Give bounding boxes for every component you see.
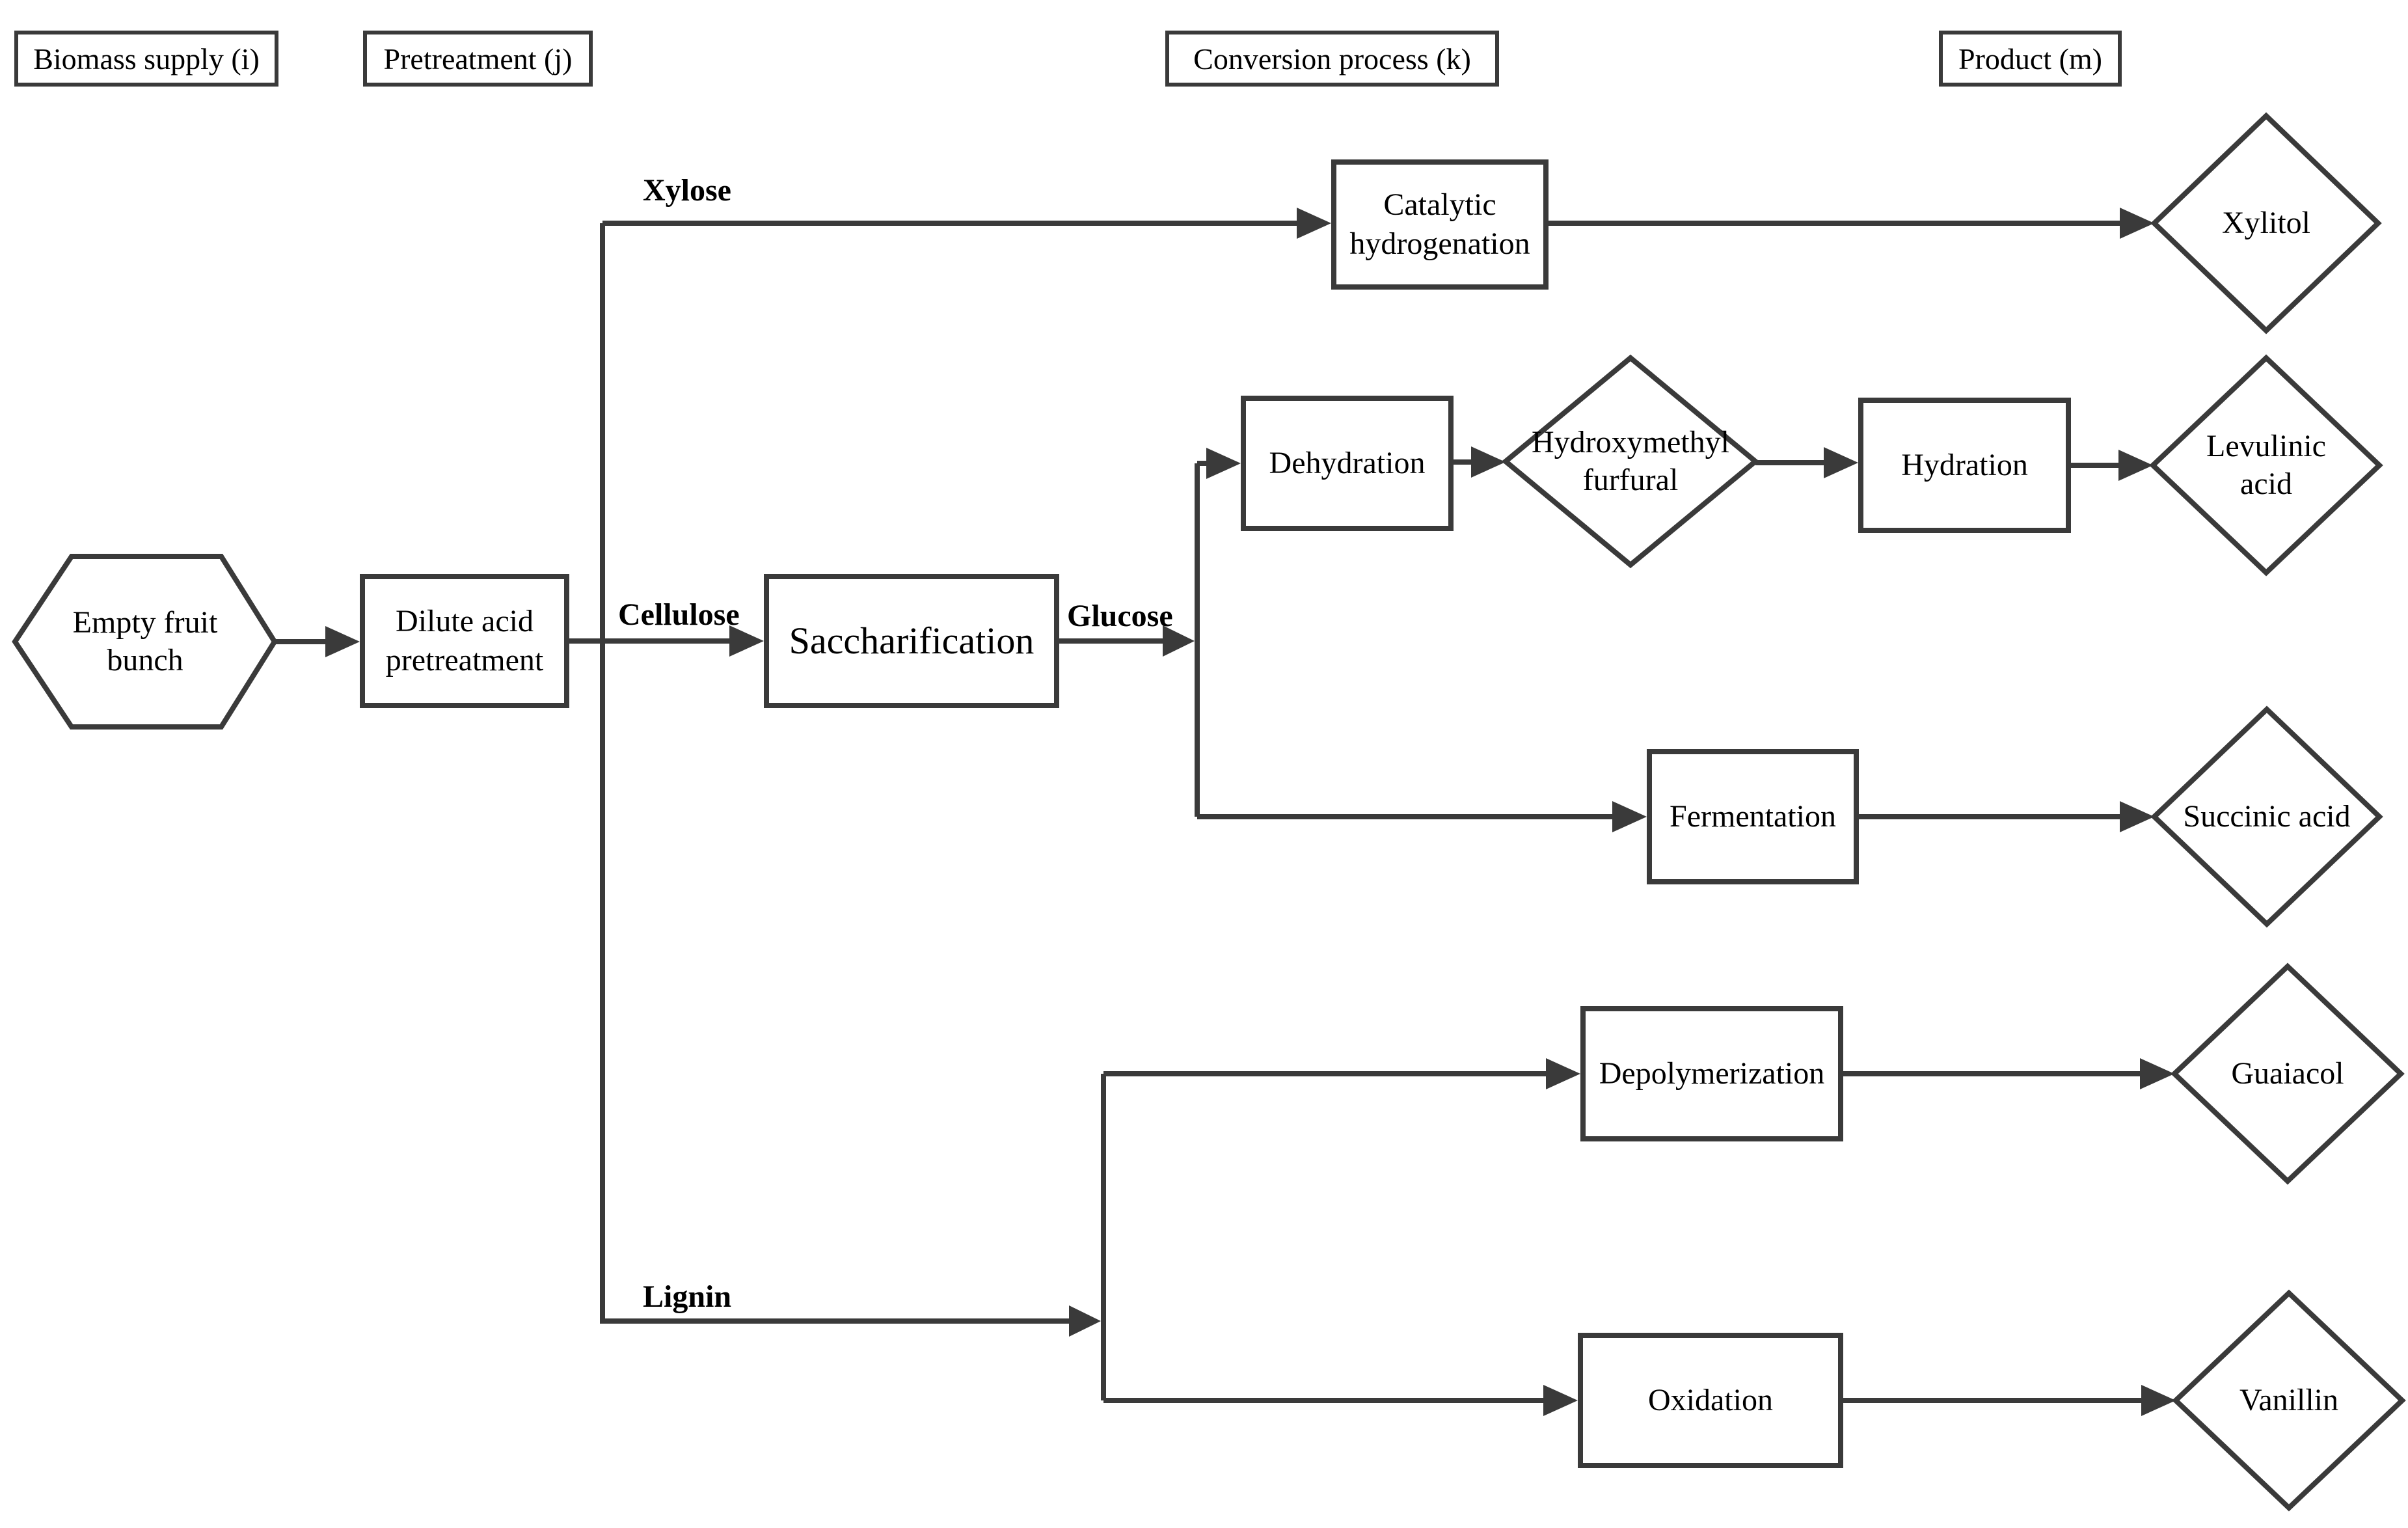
- node-label-xylitol: Xylitol: [2221, 206, 2310, 241]
- node-dilute-acid-pretreatment: Dilute acid pretreatment: [360, 574, 569, 708]
- node-shape-guaiacol: [2171, 962, 2405, 1185]
- node-label-guaiacol: Guaiacol: [2231, 1056, 2344, 1091]
- stream-label-glucose: Glucose: [1067, 599, 1173, 633]
- node-catalytic-hydrogenation: Catalytic hydrogenation: [1331, 159, 1549, 290]
- arrowhead: [2120, 801, 2154, 832]
- node-shape-empty-fruit-bunch: [12, 554, 278, 730]
- node-shape-vanillin: [2172, 1289, 2406, 1512]
- arrowhead: [729, 625, 764, 657]
- column-header-biomass-supply: Biomass supply (i): [14, 31, 278, 87]
- node-shape-succinic-acid: [2150, 705, 2383, 928]
- stream-label-cellulose: Cellulose: [618, 597, 740, 632]
- arrowhead: [1471, 446, 1506, 478]
- node-label-hydroxymethyl-furfural: Hydroxymethyl furfural: [1532, 425, 1729, 497]
- arrowhead: [1824, 447, 1858, 478]
- node-label-empty-fruit-bunch: Empty fruit bunch: [72, 605, 218, 677]
- stream-label-xylose: Xylose: [643, 173, 731, 208]
- column-header-conversion-process: Conversion process (k): [1165, 31, 1499, 87]
- node-shape-xylitol: [2150, 112, 2382, 334]
- node-oxidation: Oxidation: [1578, 1333, 1843, 1468]
- stream-label-lignin: Lignin: [643, 1279, 732, 1314]
- arrowhead: [2120, 208, 2154, 239]
- arrowhead: [2118, 450, 2153, 481]
- node-saccharification: Saccharification: [764, 574, 1059, 708]
- arrowhead: [1297, 208, 1331, 239]
- arrowhead: [1546, 1058, 1580, 1089]
- node-shape-hydroxymethyl-furfural: [1501, 354, 1760, 569]
- arrowhead: [325, 626, 360, 657]
- arrowhead: [1543, 1385, 1578, 1416]
- column-header-pretreatment: Pretreatment (j): [363, 31, 593, 87]
- node-hydration: Hydration: [1858, 398, 2071, 533]
- node-depolymerization: Depolymerization: [1580, 1006, 1843, 1141]
- arrowhead: [1206, 448, 1241, 479]
- arrowhead: [2140, 1058, 2174, 1089]
- arrowhead: [1163, 625, 1195, 657]
- column-header-product: Product (m): [1939, 31, 2122, 87]
- arrowhead: [1069, 1305, 1101, 1337]
- node-label-succinic-acid: Succinic acid: [2183, 799, 2351, 834]
- node-shape-levulinic-acid: [2149, 354, 2383, 577]
- arrowhead: [1612, 801, 1647, 832]
- node-label-vanillin: Vanillin: [2239, 1383, 2338, 1418]
- connector-trunk-lignin: [600, 223, 1069, 1324]
- node-fermentation: Fermentation: [1647, 749, 1859, 884]
- node-dehydration: Dehydration: [1241, 396, 1454, 531]
- arrowhead: [2141, 1385, 2176, 1416]
- node-label-levulinic-acid: Levulinic acid: [2206, 429, 2326, 501]
